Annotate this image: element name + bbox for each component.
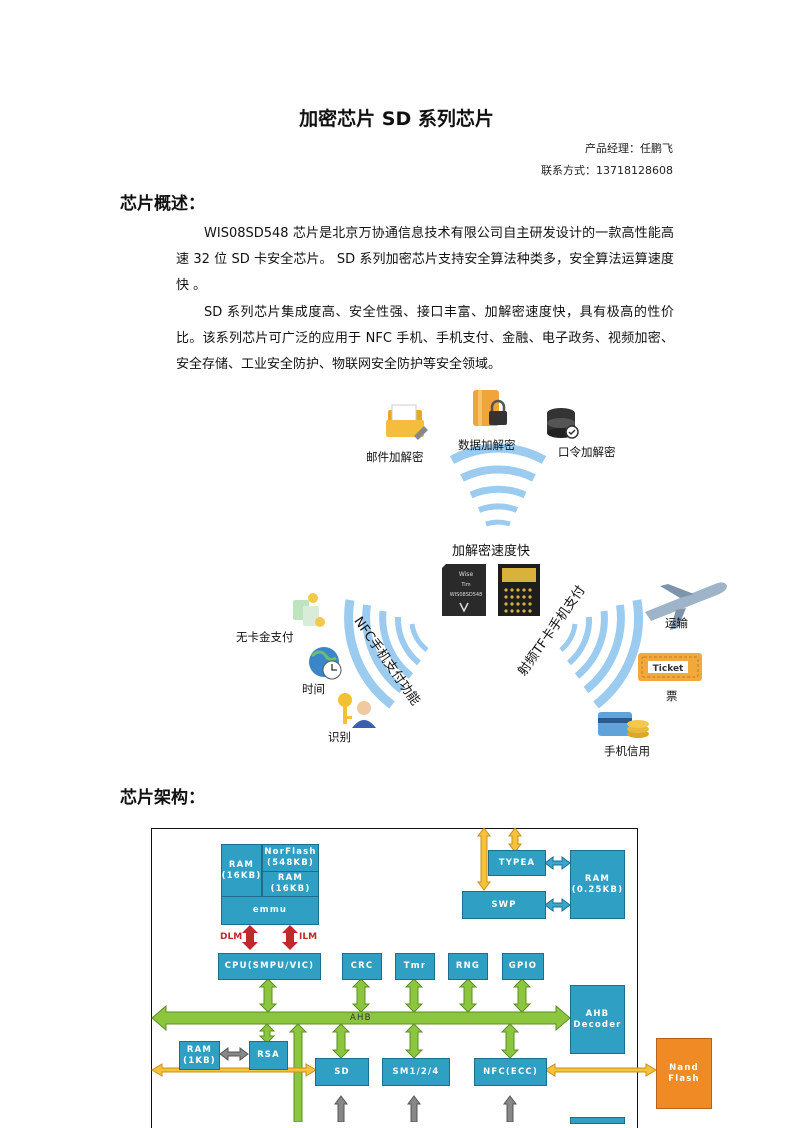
label-cashless-payment: 无卡金支付	[236, 630, 294, 644]
block-nand-flash: Nand Flash	[656, 1038, 712, 1109]
nfc-nand-arrow	[544, 1063, 657, 1077]
block-swp: SWP	[462, 891, 546, 919]
block-emmu: emmu	[221, 896, 319, 925]
label-password-encryption: 口令加解密	[558, 445, 616, 459]
ram-rsa-arrow	[219, 1047, 249, 1061]
top-wave-fan	[449, 443, 547, 527]
block-nfc-ecc: NFC(ECC)	[474, 1058, 547, 1086]
block-partial-bottom	[570, 1117, 625, 1124]
ilm-arrow	[282, 925, 298, 950]
database-icon	[547, 408, 579, 439]
block-typea: TYPEA	[488, 850, 546, 876]
label-mail-encryption: 邮件加解密	[366, 450, 424, 464]
block-crc: CRC	[342, 953, 382, 980]
key-user-icon	[338, 693, 376, 728]
cpu-bus-arrow	[258, 978, 278, 1013]
chip-contacts-icon	[498, 564, 540, 616]
typea-up-arrow	[477, 827, 491, 891]
page-title: 加密芯片 SD 系列芯片	[299, 108, 494, 130]
architecture-diagram-frame	[151, 828, 638, 1128]
block-ram-1kb: RAM (1KB)	[179, 1041, 220, 1070]
nfc-bus-arrow	[500, 1023, 520, 1059]
nfc-down-arrow	[503, 1095, 517, 1122]
block-ram-16kb: RAM (16KB)	[221, 844, 262, 897]
crc-bus-arrow	[351, 978, 371, 1013]
sd-bus-arrow	[331, 1023, 351, 1059]
overview-paragraph-1: WIS08SD548 芯片是北京万协通信息技术有限公司自主研发设计的一款高性能高…	[176, 226, 674, 293]
rng-bus-arrow	[458, 978, 478, 1013]
block-ahb-decoder: AHB Decoder	[570, 985, 625, 1054]
globe-clock-icon	[309, 647, 342, 680]
sd-chip-card-icon: Wise Tim WIS08SD548	[442, 564, 486, 616]
architecture-heading: 芯片架构：	[120, 788, 205, 808]
block-ram-16kb-2: RAM (16KB)	[262, 871, 319, 897]
label-identification: 识别	[328, 730, 351, 744]
block-gpio: GPIO	[502, 953, 544, 980]
sd-down-arrow	[334, 1095, 348, 1122]
overview-paragraph-2: SD 系列芯片集成度高、安全性强、接口丰富、加解密速度快，具有极高的性价比。该系…	[176, 305, 674, 372]
ticket-text: Ticket	[653, 664, 684, 674]
block-tmr: Tmr	[395, 953, 435, 980]
svg-text:WIS08SD548: WIS08SD548	[450, 592, 483, 598]
label-fast-encryption: 加解密速度快	[452, 544, 531, 559]
block-sd: SD	[315, 1058, 369, 1086]
application-figure: Wise Tim WIS08SD548	[293, 390, 727, 738]
label-dlm: DLM	[220, 932, 243, 942]
folder-icon	[386, 404, 428, 440]
block-norflash: NorFlash (548KB)	[262, 844, 319, 872]
label-data-encryption: 数据加解密	[458, 438, 516, 452]
lock-icon	[473, 390, 507, 426]
block-cpu: CPU(SMPU/VIC)	[218, 953, 321, 980]
ticket-icon: Ticket	[638, 653, 702, 681]
airplane-icon	[645, 582, 727, 630]
sd-orange-arrow	[151, 1063, 317, 1077]
label-ticket: 票	[666, 689, 678, 703]
credit-card-icon	[598, 712, 649, 738]
left-wave-fan	[344, 599, 429, 709]
chip-brand-text: Wise	[459, 571, 474, 578]
block-rng: RNG	[448, 953, 488, 980]
swp-ram-arrow	[544, 898, 571, 912]
tmr-bus-arrow	[404, 978, 424, 1013]
svg-text:Tim: Tim	[460, 582, 470, 588]
left-down-bus-arrow	[288, 1023, 308, 1122]
dlm-arrow	[242, 925, 258, 950]
block-sm: SM1/2/4	[382, 1058, 450, 1086]
block-ram-0-25kb: RAM (0.25KB)	[570, 850, 625, 919]
block-rsa: RSA	[249, 1041, 288, 1070]
label-transport: 运输	[665, 616, 688, 630]
label-ahb-bus: AHB	[350, 1013, 372, 1023]
money-icon	[293, 593, 325, 627]
label-time: 时间	[302, 682, 325, 696]
right-wave-fan	[559, 599, 643, 709]
typea-ram-arrow	[544, 856, 571, 870]
product-manager: 产品经理：任鹏飞	[585, 142, 673, 155]
typea-top-arrow	[508, 827, 522, 853]
label-ilm: ILM	[299, 932, 318, 942]
contact-info: 联系方式：13718128608	[541, 164, 673, 177]
sm-bus-arrow	[404, 1023, 424, 1059]
gpio-bus-arrow	[512, 978, 532, 1013]
overview-heading: 芯片概述：	[120, 194, 205, 214]
label-mobile-credit: 手机信用	[604, 744, 650, 758]
sm-down-arrow	[407, 1095, 421, 1122]
